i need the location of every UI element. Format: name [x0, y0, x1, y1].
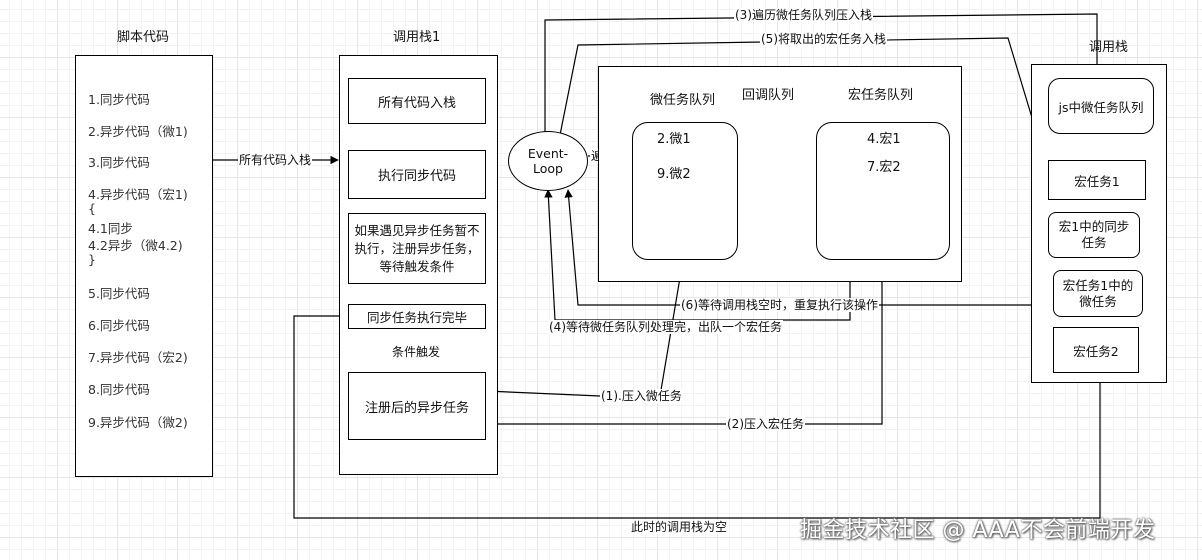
script-item: 1.同步代码 — [88, 92, 150, 107]
macro-item: 7.宏2 — [867, 160, 901, 175]
condition-trigger-label: 条件触发 — [391, 345, 442, 359]
watermark: 掘金技术社区 @ AAA不会前端开发 — [800, 518, 1156, 543]
stack-macro-task-1: 宏任务1 — [1048, 160, 1146, 200]
stack2-title: 调用栈 — [1089, 40, 1129, 55]
macro-item: 4.宏1 — [867, 132, 901, 147]
script-panel-title: 脚本代码 — [117, 30, 170, 45]
micro-queue — [632, 122, 738, 260]
callback-queue-title: 回调队列 — [742, 88, 795, 103]
script-item: 4.异步代码（宏1) — [88, 187, 188, 202]
dequeue-macro-label: (4)等待微任务队列处理完，出队一个宏任务 — [548, 320, 783, 334]
push-macro-label: (2)压入宏任务 — [726, 417, 805, 431]
micro-queue-title: 微任务队列 — [650, 93, 716, 108]
repeat-when-empty-label: (6)等待调用栈空时，重复执行该操作 — [680, 298, 879, 312]
script-item: } — [88, 252, 96, 267]
script-item: 9.异步代码（微2) — [88, 415, 188, 430]
stack-macro1-micro: 宏任务1中的微任务 — [1053, 270, 1143, 317]
push-micro-label: (1).压入微任务 — [600, 389, 683, 403]
script-item: 7.异步代码（宏2) — [88, 350, 188, 365]
step-execute-sync: 执行同步代码 — [348, 150, 486, 199]
all-code-push-label: 所有代码入栈 — [238, 153, 313, 167]
arrow-push-macro — [486, 259, 887, 425]
stack-macro-task-2: 宏任务2 — [1053, 327, 1139, 373]
script-item: 4.2异步（微4.2) — [88, 238, 183, 253]
arrow-repeat-when-empty — [564, 189, 1032, 306]
script-item: 4.1同步 — [88, 221, 133, 236]
arrow-stack-empty-loop — [293, 311, 1101, 519]
stack-js-micro-queue: js中微任务队列 — [1048, 78, 1154, 134]
script-item: 3.同步代码 — [88, 155, 150, 170]
stack1-title: 调用栈1 — [393, 30, 441, 45]
macro-into-stack-label: (5)将取出的宏任务入栈 — [760, 32, 887, 46]
micro-item: 2.微1 — [657, 132, 691, 147]
stack-macro1-sync: 宏1中的同步任务 — [1048, 212, 1140, 258]
step-register-async: 如果遇见异步任务暂不执行，注册异步任务，等待触发条件 — [348, 213, 486, 284]
traverse-micro-to-stack-label: (3)遍历微任务队列压入栈 — [734, 8, 873, 22]
script-item: 2.异步代码（微1) — [88, 124, 188, 139]
script-item: 8.同步代码 — [88, 382, 150, 397]
micro-item: 9.微2 — [657, 167, 691, 182]
step-sync-done: 同步任务执行完毕 — [348, 304, 486, 329]
stack-empty-label: 此时的调用栈为空 — [630, 520, 729, 534]
event-loop-node: Event-Loop — [508, 131, 588, 191]
macro-queue-title: 宏任务队列 — [848, 88, 914, 103]
step-push-all-code: 所有代码入栈 — [348, 78, 486, 124]
step-registered-async: 注册后的异步任务 — [348, 372, 486, 440]
script-item: 6.同步代码 — [88, 318, 150, 333]
script-panel — [75, 55, 213, 477]
script-item: 5.同步代码 — [88, 286, 150, 301]
script-item: { — [88, 201, 96, 216]
macro-queue — [816, 122, 950, 260]
